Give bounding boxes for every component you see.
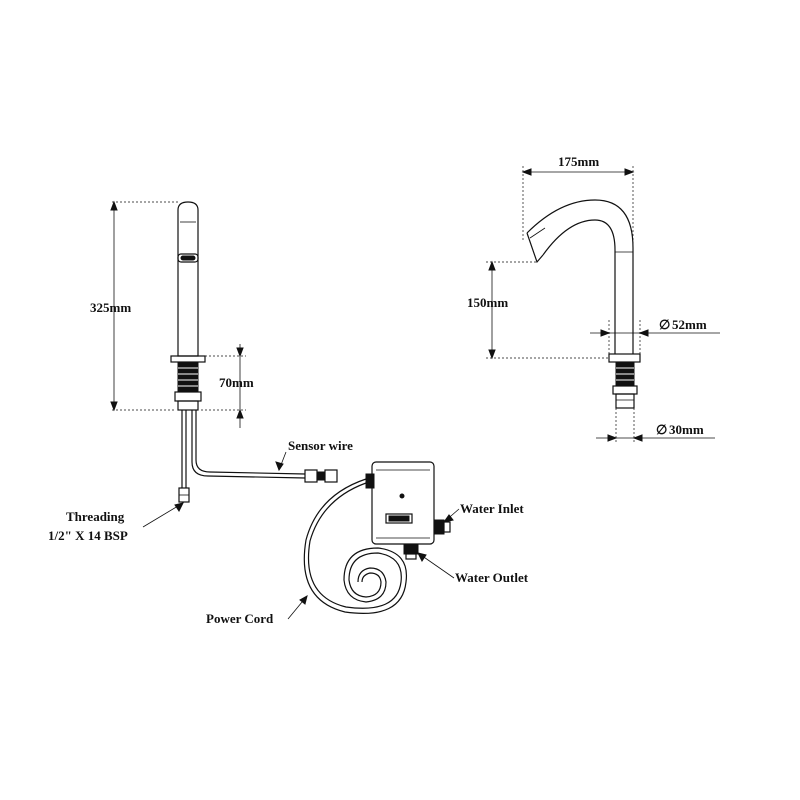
dimension-dia-52mm: ∅ 52mm [590,317,720,358]
sensor-window [177,253,199,263]
dimension-150mm: 150mm [467,260,610,360]
height-base-label: 70mm [219,375,254,390]
dia-body-label: 52mm [672,317,707,332]
dia-body-symbol: ∅ [659,317,670,332]
leader-lines [142,451,460,620]
threading-spec-label: 1/2" X 14 BSP [48,528,128,543]
water-inlet-fitting [433,519,445,535]
dimension-dia-30mm: ∅ 30mm [596,408,715,442]
control-box [365,461,451,560]
dimension-70mm: 70mm [201,344,254,428]
power-cord [303,478,408,614]
water-inlet-label: Water Inlet [460,501,524,516]
dia-thread-symbol: ∅ [656,422,667,437]
power-connector [365,473,375,489]
dimension-175mm: 175mm [521,154,635,250]
dimension-325mm: 325mm [90,200,178,412]
water-outlet-label: Water Outlet [455,570,529,585]
spout-height-label: 150mm [467,295,508,310]
power-cord-label: Power Cord [206,611,274,626]
reach-label: 175mm [558,154,599,169]
threading-label: Threading [66,509,125,524]
straight-faucet [170,201,338,503]
height-total-label: 325mm [90,300,131,315]
dia-thread-label: 30mm [669,422,704,437]
water-outlet-fitting [403,543,419,555]
sensor-wire-label: Sensor wire [288,438,353,453]
gooseneck-faucet [526,199,641,409]
